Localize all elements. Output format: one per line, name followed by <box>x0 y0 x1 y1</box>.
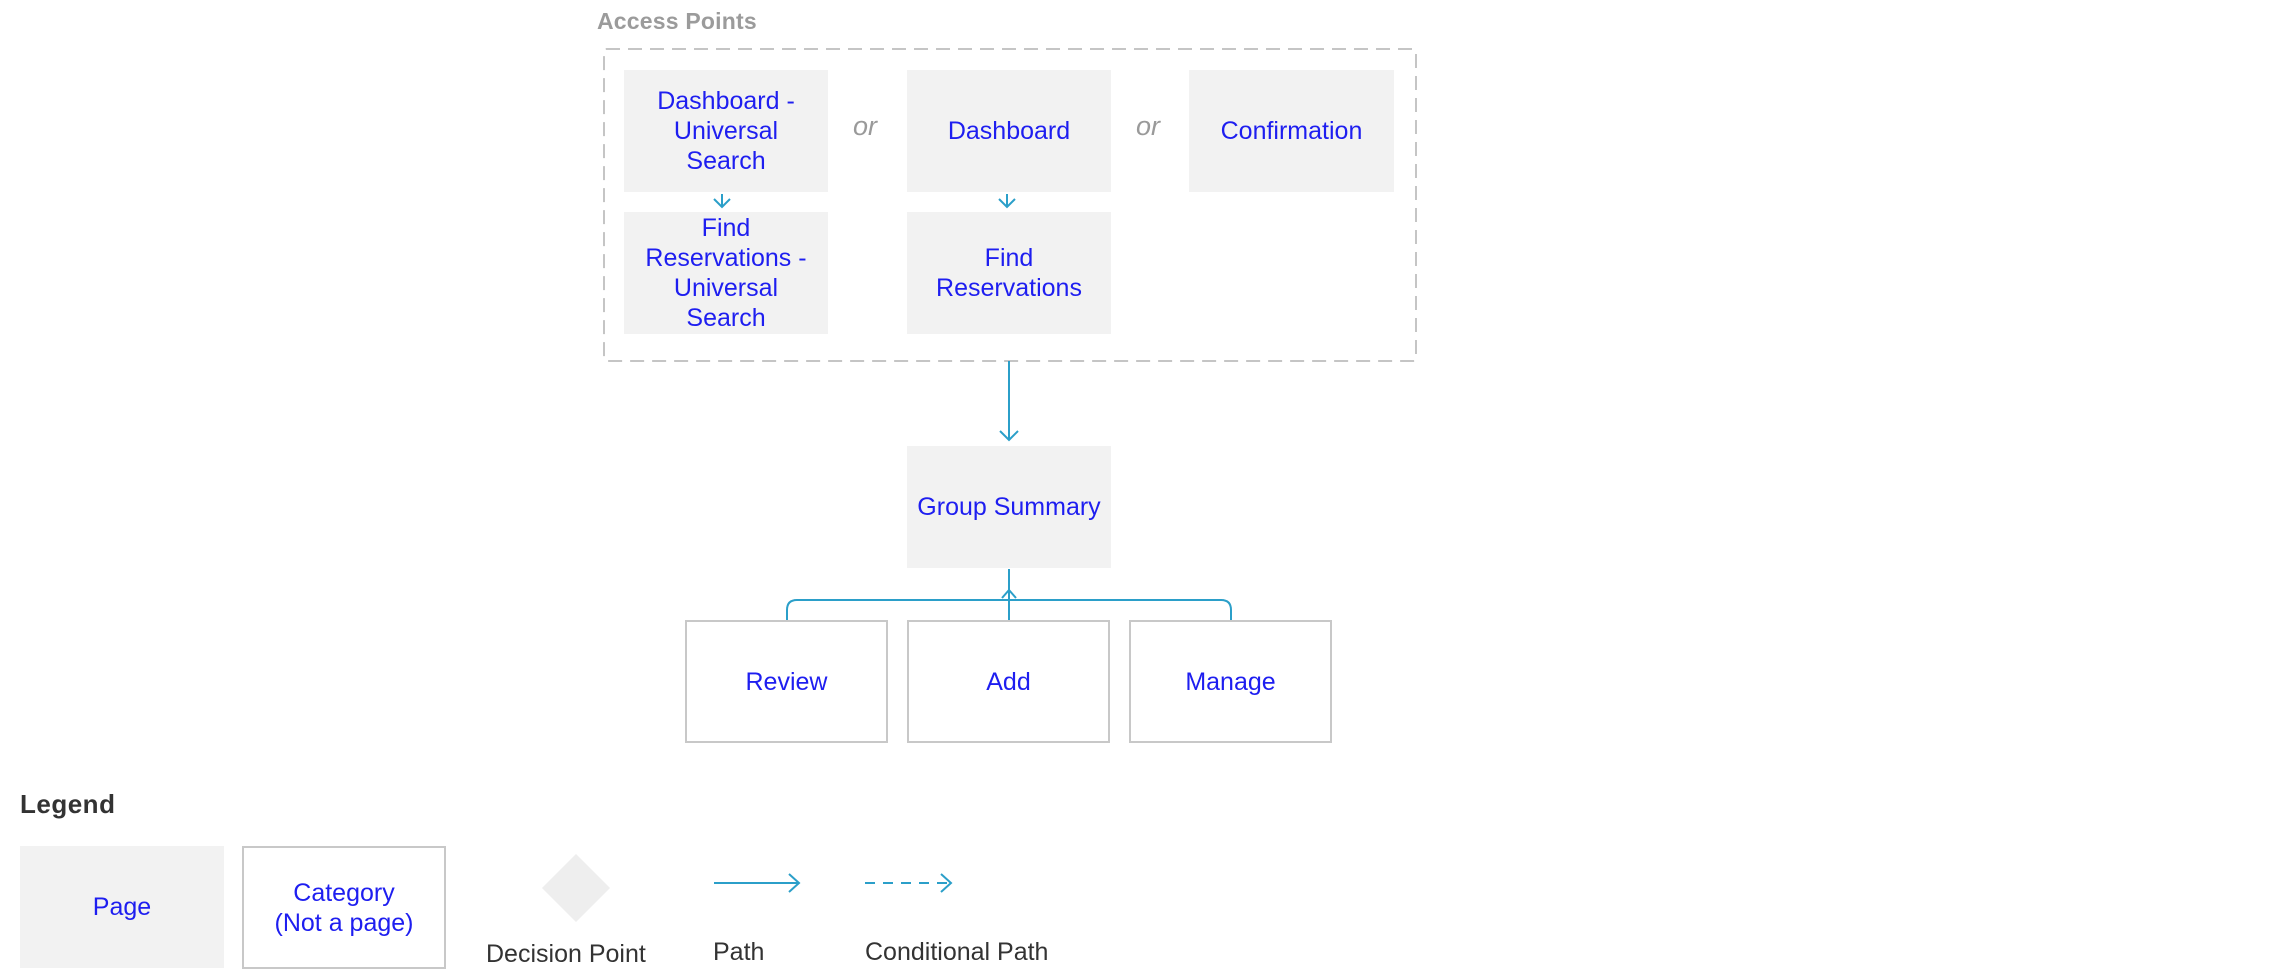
legend-page-sample: Page <box>20 846 224 968</box>
find-reservations-universal-search-label: Find Reservations - Universal Search <box>645 214 807 332</box>
find-reservations-page[interactable]: Find Reservations <box>907 212 1111 334</box>
confirmation-label: Confirmation <box>1220 117 1363 145</box>
manage-label: Manage <box>1185 667 1276 696</box>
dashboard-universal-search-page[interactable]: Dashboard - Universal Search <box>624 70 828 192</box>
group-summary-split-right-chevron <box>1008 589 1017 599</box>
dashboard-label: Dashboard <box>947 117 1071 145</box>
access-points-title: Access Points <box>597 8 757 34</box>
add-label: Add <box>986 667 1031 696</box>
legend-conditional-path-sample-arrowhead <box>940 873 953 893</box>
dashboard-to-find-reservations-arrowhead <box>998 198 1016 209</box>
group-summary-page[interactable]: Group Summary <box>907 446 1111 568</box>
legend-decision-point-label: Decision Point <box>486 940 646 968</box>
add-category[interactable]: Add <box>907 620 1110 743</box>
legend-path-label: Path <box>713 938 765 966</box>
legend-page-label: Page <box>92 893 152 921</box>
find-reservations-universal-search-page[interactable]: Find Reservations - Universal Search <box>624 212 828 334</box>
group-summary-label: Group Summary <box>917 493 1101 521</box>
review-label: Review <box>745 667 828 696</box>
find-reservations-label: Find Reservations <box>936 244 1082 302</box>
group-summary-branch-bracket <box>786 599 1232 621</box>
manage-category[interactable]: Manage <box>1129 620 1332 743</box>
legend-title: Legend <box>20 789 116 819</box>
legend-path-sample-arrowhead <box>788 873 801 893</box>
legend-decision-shape <box>542 854 610 922</box>
or-label-right: or <box>1136 111 1161 141</box>
or-label-left: or <box>853 111 878 141</box>
legend-category-label: Category (Not a page) <box>274 878 414 937</box>
dashboard-page[interactable]: Dashboard <box>907 70 1111 192</box>
dashboard-universal-to-find-universal-arrowhead <box>713 198 731 209</box>
access-points-to-group-summary-arrowhead <box>999 430 1019 442</box>
legend-conditional-path-label: Conditional Path <box>865 938 1049 966</box>
dashboard-universal-search-label: Dashboard - Universal Search <box>657 87 795 175</box>
group-summary-split-left-chevron <box>1001 589 1010 599</box>
legend-category-sample: Category (Not a page) <box>242 846 446 969</box>
review-category[interactable]: Review <box>685 620 888 743</box>
confirmation-page[interactable]: Confirmation <box>1189 70 1394 192</box>
